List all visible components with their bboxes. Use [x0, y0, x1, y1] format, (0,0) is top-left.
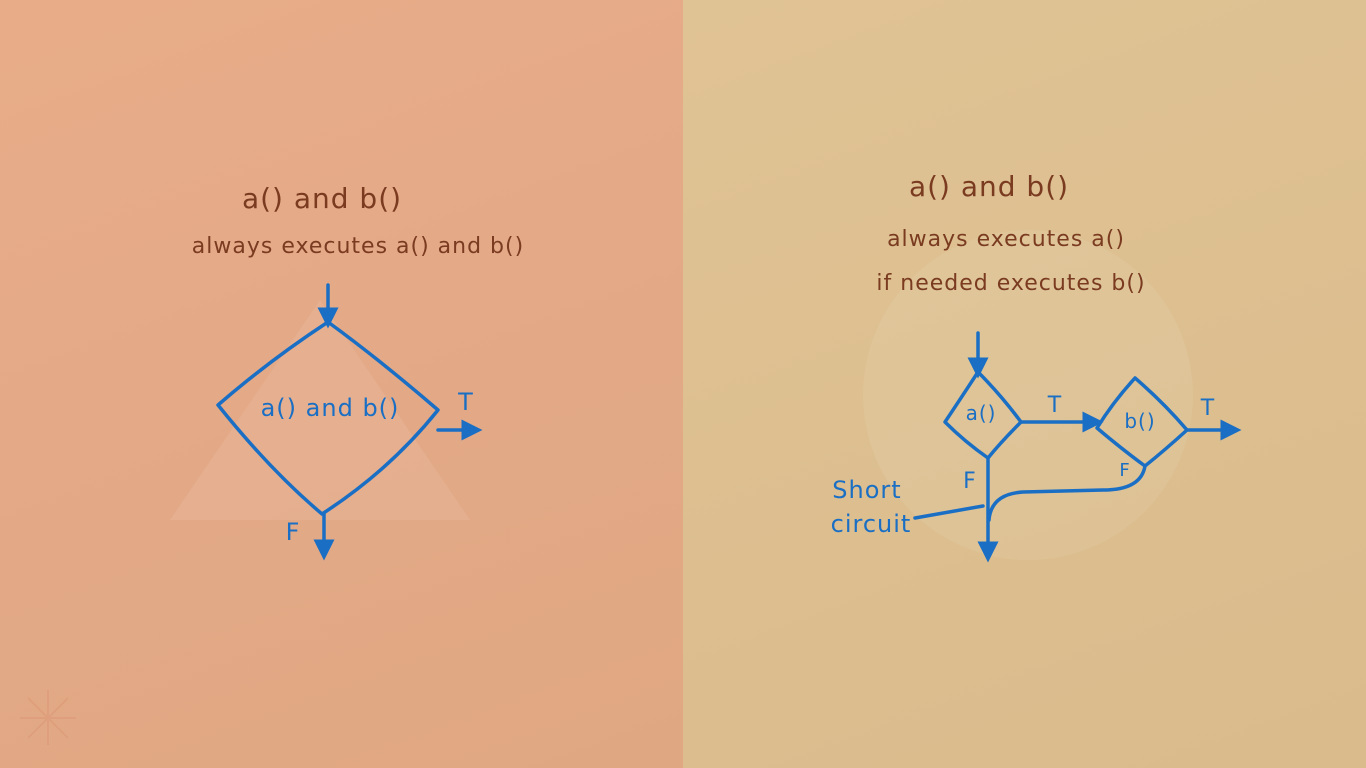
b-false-label: F	[1119, 460, 1130, 481]
watermark-triangle	[170, 300, 470, 520]
left-flowchart: a() and b() always executes a() and b() …	[20, 182, 524, 745]
starburst-icon	[20, 690, 76, 745]
b-true-label: T	[1200, 396, 1215, 421]
a-false-label: F	[963, 469, 977, 494]
watermark-circle	[863, 230, 1193, 560]
decision-label: a() and b()	[261, 394, 400, 422]
short-circuit-pointer	[913, 504, 985, 520]
short-circuit-label-line2: circuit	[831, 510, 912, 538]
left-panel: a() and b() always executes a() and b() …	[0, 0, 683, 768]
right-title: a() and b()	[909, 170, 1069, 203]
b-false-path	[987, 464, 1147, 522]
right-subtitle-line2: if needed executes b()	[876, 271, 1145, 296]
short-circuit-label-line1: Short	[832, 476, 901, 504]
decision-diamond	[216, 320, 440, 516]
a-true-label: T	[1047, 393, 1062, 418]
decision-a-label: a()	[966, 401, 997, 425]
left-title: a() and b()	[242, 182, 402, 215]
true-label: T	[457, 388, 474, 416]
false-label: F	[286, 518, 301, 546]
decision-b-label: b()	[1124, 409, 1155, 433]
right-flowchart: a() and b() always executes a() if neede…	[831, 170, 1242, 563]
right-subtitle-line1: always executes a()	[887, 227, 1125, 252]
right-panel: a() and b() always executes a() if neede…	[683, 0, 1366, 768]
left-subtitle: always executes a() and b()	[192, 234, 524, 259]
